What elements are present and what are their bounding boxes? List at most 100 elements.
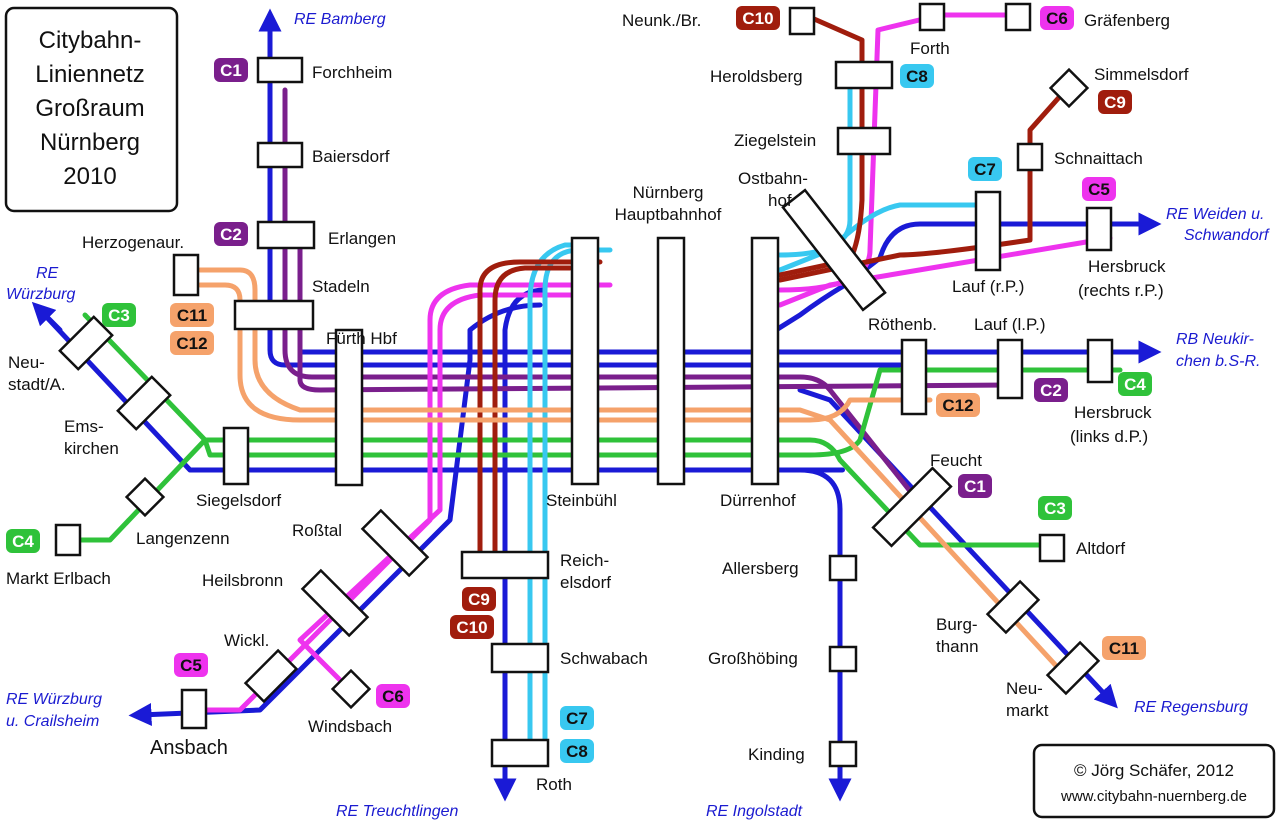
badge-label: C10 [742,9,773,28]
badge-c6: C6 [1040,6,1074,30]
label-wicklesgreuth: Wickl. [224,631,269,650]
label-langenzenn: Langenzenn [136,529,230,548]
station-simmelsdorf [1048,67,1090,109]
badge-c5: C5 [174,653,208,677]
label-hersbruck-lp-1: Hersbruck [1074,403,1152,422]
label-roth: Roth [536,775,572,794]
badge-label: C6 [1046,9,1068,28]
badge-c8: C8 [900,64,934,88]
badge-label: C12 [176,334,207,353]
station-forth [918,2,946,32]
re-destinations: RE Bamberg RE Würzburg RE Weiden u. Schw… [6,11,1270,820]
station-baiersdorf [256,141,304,169]
station-burgthann [985,579,1041,635]
station-schwabach [490,642,550,674]
station-ostbahnhof [781,188,887,312]
line-c10-east [777,82,1073,283]
badge-label: C8 [566,742,588,761]
badge-label: C3 [108,306,130,325]
label-burgthann-1: Burg- [936,615,978,634]
badge-label: C2 [220,225,242,244]
label-windsbach: Windsbach [308,717,392,736]
station-neumarkt [1045,640,1101,696]
badge-c4: C4 [6,529,40,553]
line-c12 [197,282,933,423]
label-roethenbach: Röthenb. [868,315,937,334]
station-neustadt [58,315,114,371]
label-nuernberg-hbf-1: Nürnberg [633,183,704,202]
station-ziegelstein [836,126,892,156]
label-stadeln: Stadeln [312,277,370,296]
station-steinbuehl [570,236,600,486]
badge-c7: C7 [968,157,1002,181]
re-weiden-1: RE Weiden u. [1166,206,1264,223]
station-altdorf [1038,533,1066,563]
label-altdorf: Altdorf [1076,539,1125,558]
label-neunkirchen: Neunk./Br. [622,11,701,30]
station-heilsbronn [300,568,370,638]
label-heilsbronn: Heilsbronn [202,571,283,590]
station-stadeln [233,299,315,331]
label-neumarkt-1: Neu- [1006,679,1043,698]
badge-c3: C3 [1038,496,1072,520]
label-hersbruck-lp-2: (links d.P.) [1070,427,1148,446]
label-fuerth: Fürth Hbf [326,329,397,348]
label-siegelsdorf: Siegelsdorf [196,491,281,510]
badge-label: C2 [1040,381,1062,400]
copyright-box: © Jörg Schäfer, 2012 www.citybahn-nuernb… [1032,743,1276,819]
badge-c3: C3 [102,303,136,327]
label-ostbahnhof-2: hof [768,191,792,210]
badge-c12: C12 [170,331,214,355]
station-hersbruck-lp [1086,338,1114,384]
label-reichelsdorf-1: Reich- [560,551,609,570]
stations [54,2,1114,768]
label-lauf-lp: Lauf (l.P.) [974,315,1046,334]
re-ingolstadt: RE Ingolstadt [706,803,803,820]
station-forchheim [256,56,304,84]
station-schnaittach [1016,142,1044,172]
station-langenzenn [124,476,166,518]
badge-c11: C11 [170,303,214,327]
label-ostbahnhof-1: Ostbahn- [738,169,808,188]
badge-c10: C10 [450,615,494,639]
station-erlangen [256,220,316,250]
line-c5-lauf [777,235,1113,308]
title-line-5: 2010 [63,163,116,190]
station-herzogenaurach [172,253,200,297]
station-reichelsdorf [460,550,550,580]
badge-c4: C4 [1118,372,1152,396]
label-markt-erlbach: Markt Erlbach [6,569,111,588]
station-ansbach [180,688,208,730]
station-hersbruck-rp [1085,206,1113,252]
station-windsbach [330,668,372,710]
label-rosstal: Roßtal [292,521,342,540]
badge-label: C9 [468,590,490,609]
station-kinding [828,740,858,768]
station-duerrenhof [750,236,780,486]
label-neumarkt-2: markt [1006,701,1049,720]
badge-label: C11 [1109,639,1139,658]
badge-label: C5 [1088,180,1110,199]
station-neunkirchen [788,6,816,36]
copyright-line-2: www.citybahn-nuernberg.de [1060,788,1247,805]
station-nuernberg-hbf [656,236,686,486]
title-line-2: Liniennetz [35,61,144,88]
label-ziegelstein: Ziegelstein [734,131,816,150]
badge-c1: C1 [214,58,248,82]
re-neukirchen-1: RB Neukir- [1176,331,1254,348]
line-c4 [67,367,1123,543]
label-steinbuehl: Steinbühl [546,491,617,510]
line-c10 [492,265,573,563]
badge-label: C1 [964,477,986,496]
label-reichelsdorf-2: elsdorf [560,573,611,592]
station-heroldsberg [834,60,894,90]
badge-label: C6 [382,687,404,706]
badge-c2: C2 [214,222,248,246]
label-emskirchen-2: kirchen [64,439,119,458]
label-ansbach: Ansbach [150,737,228,759]
badge-c8: C8 [560,739,594,763]
label-grosshoebing: Großhöbing [708,649,798,668]
title-line-4: Nürnberg [40,129,140,156]
label-kinding: Kinding [748,745,805,764]
